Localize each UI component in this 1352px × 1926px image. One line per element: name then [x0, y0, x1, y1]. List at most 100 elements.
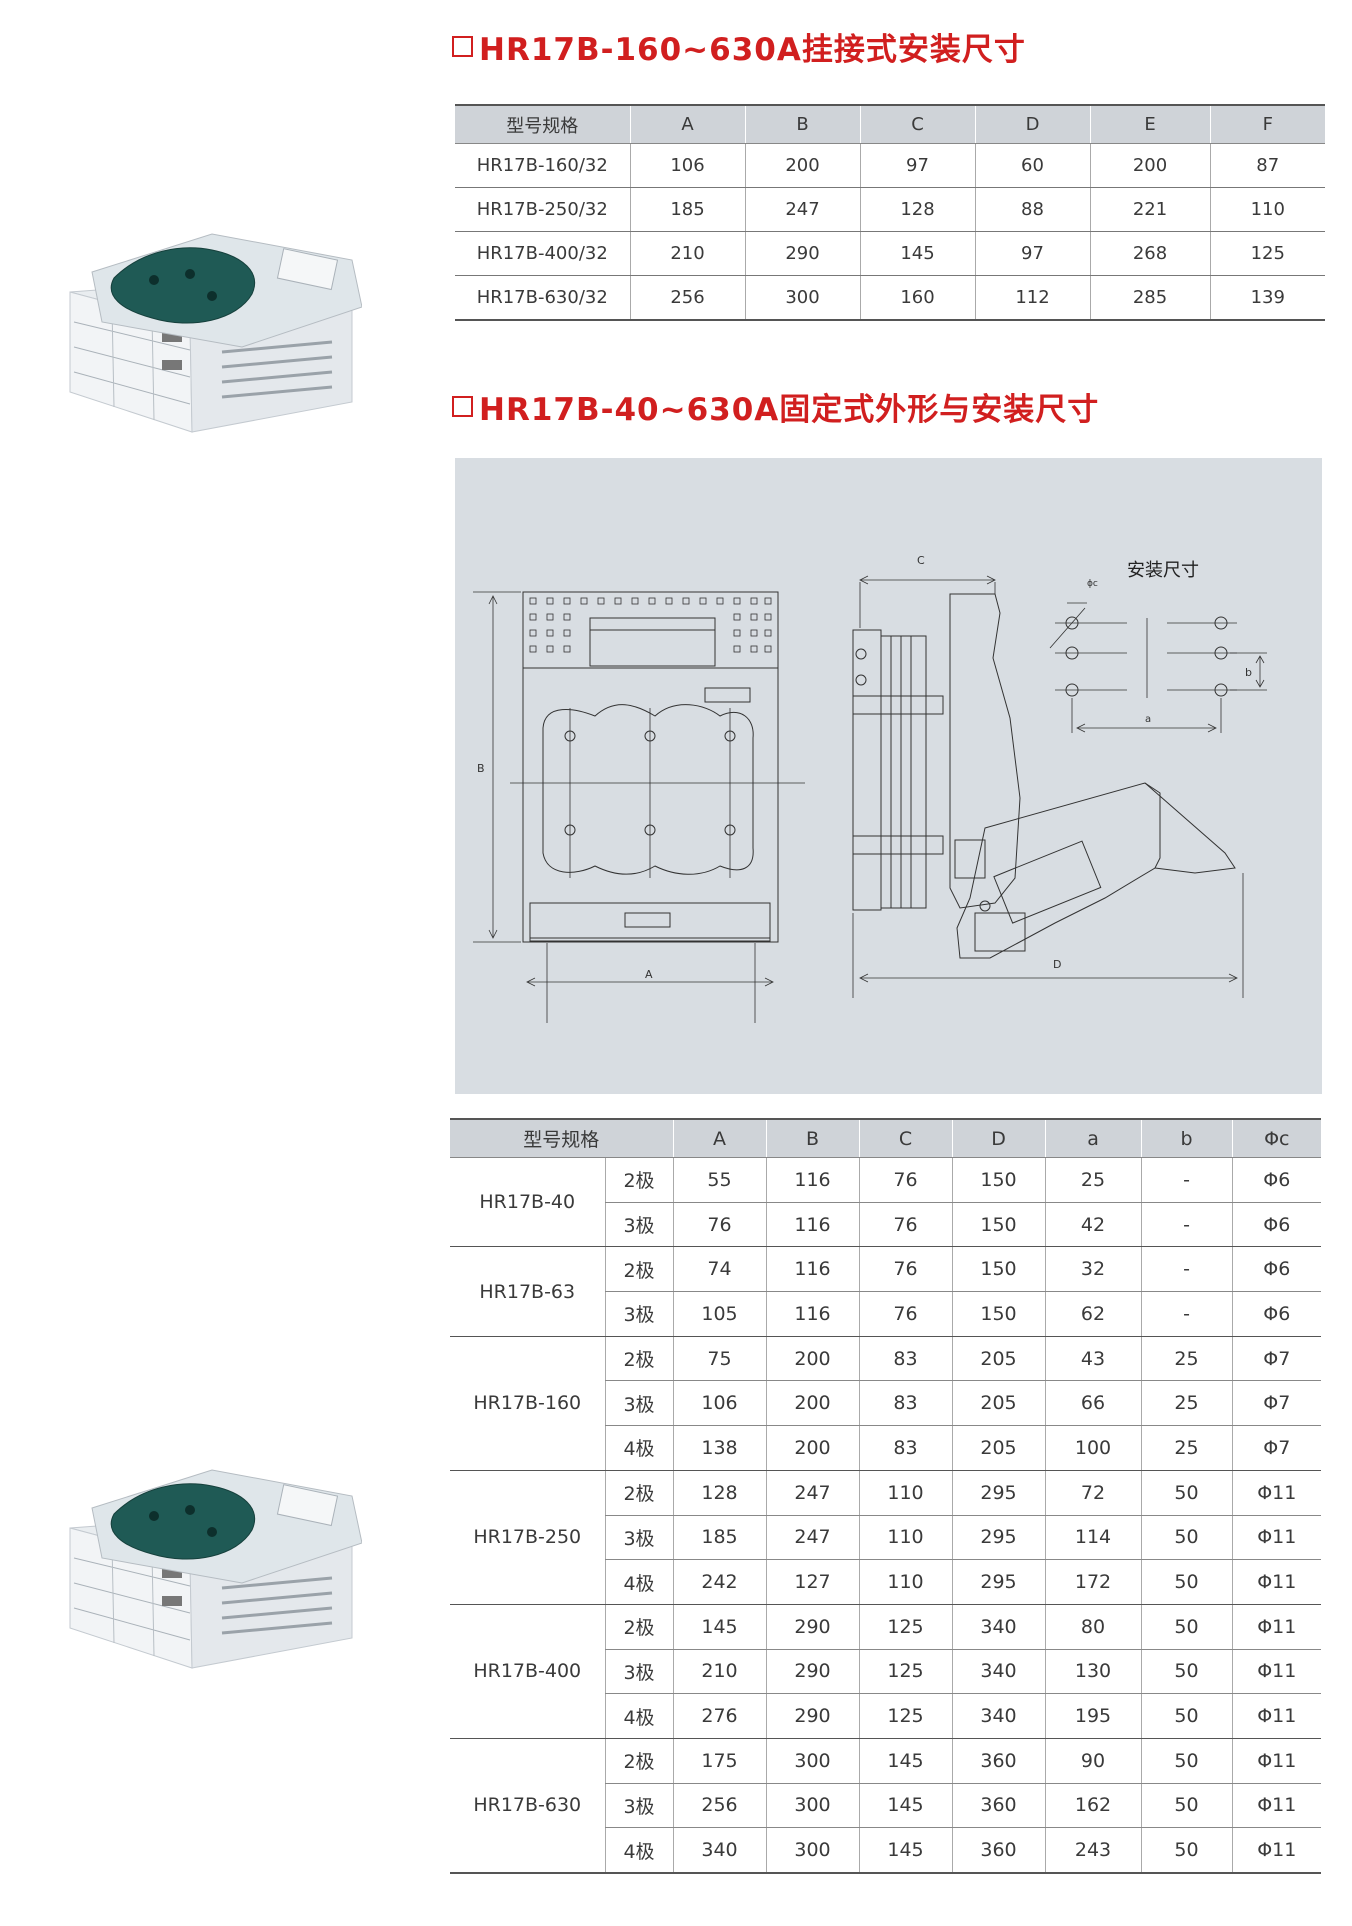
table-cell: 150 [951, 1291, 1046, 1337]
table-cell: 62 [1044, 1291, 1142, 1337]
dim-label-small-b: b [1245, 666, 1252, 679]
header-cell: A [629, 105, 745, 144]
table-row: HR17B-63 2极 74 116 76 150 32 - Φ6 [450, 1246, 1322, 1337]
header-cell: Φc [1231, 1119, 1322, 1158]
table-cell: 110 [858, 1470, 953, 1516]
table-cell: 4极 [604, 1559, 674, 1605]
table-cell: 74 [672, 1246, 767, 1293]
table-cell: 76 [858, 1291, 953, 1337]
table-header-row: 型号规格 A B C D E F [455, 105, 1325, 144]
table-cell: 185 [672, 1515, 767, 1561]
table-cell: 360 [951, 1783, 1046, 1829]
header-cell: D [951, 1119, 1046, 1158]
table-cell: 340 [672, 1827, 767, 1874]
header-cell: D [974, 105, 1090, 144]
mount-dimension-table: 型号规格 A B C D E F HR17B-160/32 106 200 97… [455, 104, 1325, 321]
table-cell: 295 [951, 1470, 1046, 1516]
table-cell: 2极 [604, 1157, 674, 1203]
table-cell: Φ11 [1231, 1693, 1322, 1739]
table-cell: 50 [1140, 1515, 1233, 1561]
table-cell: Φ11 [1231, 1604, 1322, 1650]
table-cell: 300 [765, 1738, 860, 1784]
table-row: 3极 185 247 110 295 114 50 Φ11 [450, 1515, 1322, 1561]
table-cell: 145 [858, 1738, 953, 1784]
table-cell: 128 [859, 187, 975, 232]
table-cell: 221 [1089, 187, 1210, 232]
table-cell: 138 [672, 1425, 767, 1471]
table-cell: 276 [672, 1693, 767, 1739]
table-cell: 76 [858, 1202, 953, 1248]
table-cell: - [1140, 1291, 1233, 1337]
table-cell: 200 [765, 1380, 860, 1427]
table-cell: HR17B-630/32 [455, 275, 630, 321]
table-row: 3极 210 290 125 340 130 50 Φ11 [450, 1649, 1322, 1695]
table-cell: 205 [951, 1425, 1046, 1471]
table-cell: Φ6 [1231, 1157, 1322, 1203]
table-cell: Φ6 [1231, 1246, 1322, 1293]
table-cell: 145 [858, 1827, 953, 1874]
fuse-switch-product-photo [69, 1469, 362, 1669]
mounting-hole-pattern [1049, 602, 1267, 733]
table-cell: 175 [672, 1738, 767, 1784]
front-view [473, 591, 805, 1023]
header-cell: a [1044, 1119, 1142, 1158]
section1-title: HR17B-160~630A挂接式安装尺寸 [452, 24, 1026, 69]
table-row: HR17B-40 2极 55 116 76 150 25 - Φ6 [450, 1157, 1322, 1248]
dim-label-b: B [477, 762, 485, 775]
table-cell: 3极 [604, 1783, 674, 1829]
table-cell: 130 [1044, 1649, 1142, 1695]
table-row: HR17B-630/32 256 300 160 112 285 139 [455, 275, 1325, 321]
table-cell: 340 [951, 1604, 1046, 1650]
table-cell: 50 [1140, 1559, 1233, 1605]
table-row: HR17B-630 2极 175 300 145 360 90 50 Φ11 [450, 1738, 1322, 1874]
table-cell: 295 [951, 1515, 1046, 1561]
header-cell: C [859, 105, 975, 144]
table-cell: 50 [1140, 1470, 1233, 1516]
fixed-type-dimension-table: 型号规格 A B C D a b Φc HR17B-40 2极 55 116 7… [450, 1118, 1322, 1874]
table-cell: 66 [1044, 1380, 1142, 1427]
table-cell: 50 [1140, 1827, 1233, 1874]
table-cell: 195 [1044, 1693, 1142, 1739]
table-cell: 268 [1089, 231, 1210, 276]
table-cell: 97 [974, 231, 1090, 276]
table-cell: 25 [1140, 1336, 1233, 1382]
table-cell: 300 [765, 1827, 860, 1874]
table-cell: 290 [744, 231, 860, 276]
table-row: 3极 106 200 83 205 66 25 Φ7 [450, 1380, 1322, 1427]
header-cell: 型号规格 [450, 1119, 674, 1158]
table-cell: 4极 [604, 1425, 674, 1471]
table-cell: 3极 [604, 1380, 674, 1427]
table-cell: 247 [765, 1470, 860, 1516]
table-cell: 76 [672, 1202, 767, 1248]
table-cell: 50 [1140, 1693, 1233, 1739]
table-cell: 285 [1089, 275, 1210, 321]
table-cell: Φ7 [1231, 1336, 1322, 1382]
table-cell: 83 [858, 1336, 953, 1382]
table-cell: - [1140, 1157, 1233, 1203]
table-cell: Φ11 [1231, 1649, 1322, 1695]
table-cell: 340 [951, 1693, 1046, 1739]
table-cell: 340 [951, 1649, 1046, 1695]
side-view [852, 575, 1244, 998]
model-cell: HR17B-250 [450, 1470, 605, 1605]
model-cell: HR17B-63 [450, 1246, 605, 1337]
table-cell: 55 [672, 1157, 767, 1203]
table-cell: 25 [1140, 1425, 1233, 1471]
checkbox-square-icon [452, 36, 473, 57]
table-cell: 295 [951, 1559, 1046, 1605]
table-cell: 100 [1044, 1425, 1142, 1471]
table-cell: HR17B-400/32 [455, 231, 630, 276]
table-cell: 3极 [604, 1291, 674, 1337]
table-cell: 2极 [604, 1336, 674, 1382]
table-cell: 242 [672, 1559, 767, 1605]
table-cell: 3极 [604, 1202, 674, 1248]
table-cell: 128 [672, 1470, 767, 1516]
table-cell: 200 [1089, 143, 1210, 188]
header-cell: 型号规格 [455, 105, 630, 144]
table-cell: 43 [1044, 1336, 1142, 1382]
table-cell: 32 [1044, 1246, 1142, 1293]
header-cell: B [744, 105, 860, 144]
table-cell: Φ11 [1231, 1515, 1322, 1561]
table-cell: 290 [765, 1693, 860, 1739]
table-cell: 145 [858, 1783, 953, 1829]
